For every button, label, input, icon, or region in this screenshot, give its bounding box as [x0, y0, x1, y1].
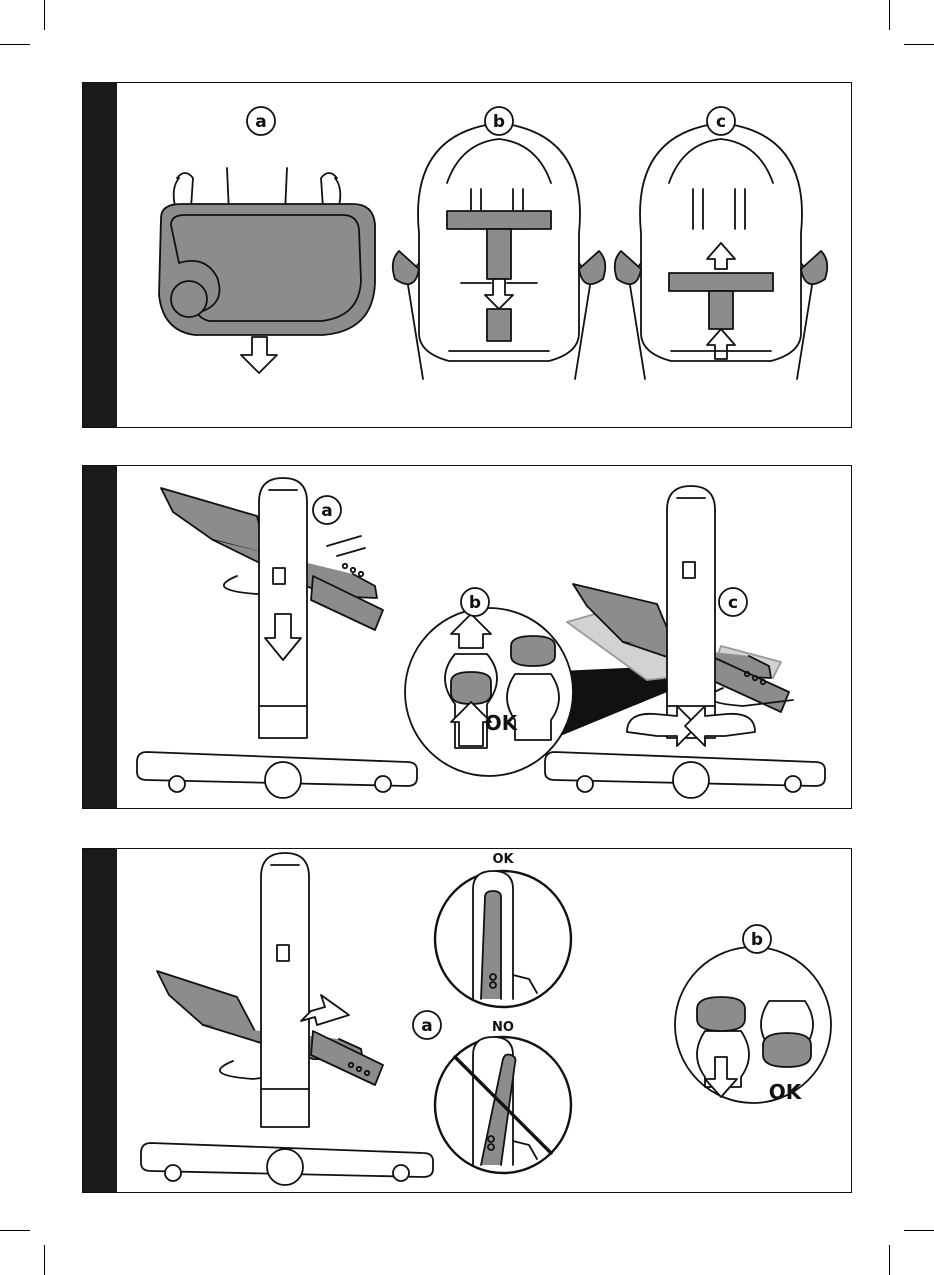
height-adjust-illustration: a b c OK	[117, 466, 851, 808]
ok-detail-circle	[435, 871, 571, 1007]
chair-raise-figure	[545, 486, 825, 798]
tray-removal-figure	[159, 168, 375, 373]
step-side-band	[83, 849, 117, 1192]
ok-caption: OK	[492, 852, 514, 867]
crop-mark	[44, 0, 45, 30]
crop-mark	[904, 44, 934, 45]
crop-mark	[904, 1230, 934, 1231]
crop-mark	[889, 1245, 890, 1275]
ok-label: OK	[485, 711, 519, 735]
no-detail-circle	[435, 1037, 571, 1173]
crop-mark	[0, 1230, 30, 1231]
label-a: a	[255, 112, 266, 132]
crop-mark	[889, 0, 890, 30]
step-panel-height-adjust: a b c OK	[82, 465, 852, 809]
step-panel-lock-check: OK NO a b OK	[82, 848, 852, 1193]
label-b: b	[751, 930, 763, 950]
lock-check-illustration: OK NO a b OK	[117, 849, 851, 1192]
label-a: a	[421, 1016, 432, 1036]
step-side-band	[83, 466, 117, 808]
label-b: b	[469, 593, 481, 613]
ok-label: OK	[769, 1080, 803, 1104]
crop-mark	[0, 44, 30, 45]
label-a: a	[321, 501, 332, 521]
step-side-band	[83, 83, 117, 427]
tray-harness-illustration: a b c	[117, 83, 851, 427]
label-c: c	[716, 112, 726, 132]
crop-mark	[44, 1245, 45, 1275]
no-caption: NO	[492, 1020, 514, 1035]
chair-lower-figure	[137, 478, 417, 798]
release-detail-figure	[675, 947, 831, 1103]
harness-reposition-figure	[615, 123, 828, 379]
step-panel-tray-and-harness: a b c	[82, 82, 852, 428]
label-b: b	[493, 112, 505, 132]
harness-unbuckle-figure	[393, 123, 606, 379]
chair-lock-figure	[141, 853, 433, 1185]
label-c: c	[728, 593, 738, 613]
